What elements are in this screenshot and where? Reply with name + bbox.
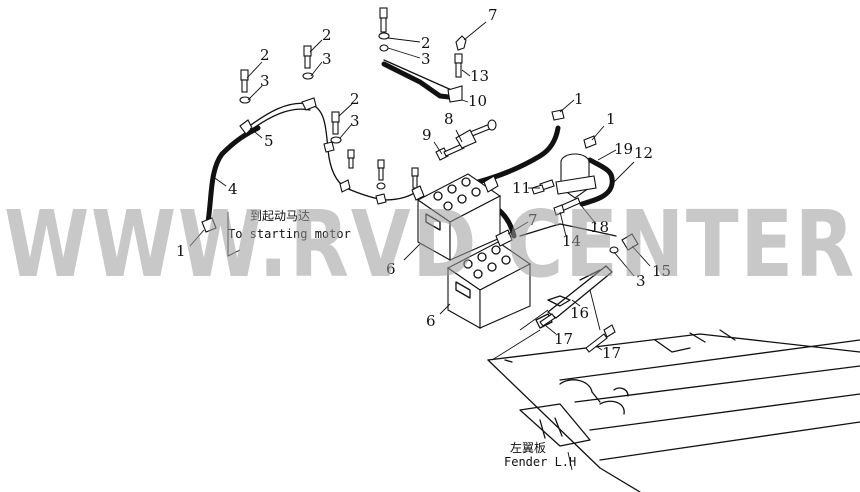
- bolt-14: [553, 197, 581, 216]
- callout-5: 5: [264, 132, 274, 150]
- clamp-harness-d: [375, 193, 387, 205]
- battery-relay: [555, 153, 597, 199]
- callout-6-upper: 6: [386, 260, 396, 278]
- callout-18: 18: [590, 218, 609, 236]
- callout-2-mid: 2: [322, 26, 332, 44]
- callout-17-left: 17: [554, 330, 573, 348]
- bolt-mid-c: [411, 167, 419, 189]
- clamp-harness-b: [323, 141, 335, 153]
- callout-3-mid: 3: [322, 50, 332, 68]
- note-fender-en: Fender L.H: [504, 455, 576, 469]
- wire-harness: [243, 102, 617, 237]
- watermark-text: WWW.RVD CENTER: [4, 191, 856, 298]
- terminal-battery-a: [483, 175, 499, 193]
- bolt-left-3: [330, 111, 342, 144]
- washer-3-right: [609, 246, 619, 254]
- callout-1-top: 1: [574, 90, 584, 108]
- callout-13: 13: [470, 67, 489, 85]
- bolt-17b: [585, 324, 616, 353]
- callout-12: 12: [634, 144, 653, 162]
- clamps-terminals: [201, 35, 639, 254]
- battery-lower: [446, 241, 532, 329]
- bolt-left-2: [302, 45, 314, 80]
- callout-2-lower: 2: [350, 90, 360, 108]
- callout-1-right: 1: [606, 110, 616, 128]
- bolt-13: [454, 53, 463, 78]
- clamp-harness-e: [411, 185, 425, 201]
- callout-3-lower: 3: [350, 112, 360, 130]
- note-fender-cn: 左翼板: [510, 440, 546, 455]
- callout-19: 19: [614, 140, 633, 158]
- callout-15: 15: [652, 262, 671, 280]
- callout-leaders: [189, 21, 651, 351]
- bolts: [239, 7, 616, 353]
- bolt-left-1: [239, 69, 251, 104]
- bolt-top-center: [378, 7, 390, 52]
- fuse-box: [535, 265, 613, 329]
- notes: 到起动马达 To starting motor 左翼板 Fender L.H: [228, 209, 576, 469]
- callout-1-left: 1: [176, 242, 186, 260]
- callout-10: 10: [468, 92, 487, 110]
- clamp-5: [239, 119, 253, 135]
- callout-6-lower: 6: [426, 312, 436, 330]
- bracket-8: [455, 129, 477, 149]
- terminal-13: [447, 85, 463, 103]
- leader-lines: [227, 212, 601, 361]
- fender-lh: [487, 329, 860, 492]
- note-starting-motor-cn: 到起动马达: [250, 209, 310, 223]
- terminal-1-left: [201, 217, 217, 233]
- callout-9: 9: [422, 126, 432, 144]
- callout-numbers: 7 2 3 13 10 2 3 2 3 2 3 5 4 1 9 8 1 1 19…: [176, 6, 671, 362]
- callout-3-left: 3: [260, 72, 270, 90]
- terminal-15: [621, 233, 639, 251]
- callout-4: 4: [228, 180, 238, 198]
- bolt-11: [531, 179, 555, 195]
- clamp-harness-c: [339, 179, 351, 193]
- clamp-harness-a: [301, 97, 317, 111]
- callout-2-top: 2: [421, 34, 431, 52]
- callout-3-right: 3: [636, 272, 646, 290]
- callout-16: 16: [570, 304, 589, 322]
- bolt-10: [469, 119, 497, 137]
- bolt-17a: [539, 313, 556, 327]
- bolt-mid-b: [376, 159, 386, 190]
- callout-7-lower: 7: [528, 211, 538, 229]
- callout-11: 11: [512, 179, 531, 197]
- callout-3-top: 3: [421, 50, 431, 68]
- bolt-mid-a: [347, 149, 355, 169]
- note-starting-motor-en: To starting motor: [228, 227, 351, 241]
- terminal-1-top: [551, 109, 565, 121]
- callout-14: 14: [562, 232, 581, 250]
- callout-2-left: 2: [260, 46, 270, 64]
- clamp-7-top: [455, 35, 467, 51]
- callout-8: 8: [444, 110, 454, 128]
- callout-17-right: 17: [602, 344, 621, 362]
- callout-7-top: 7: [488, 6, 498, 24]
